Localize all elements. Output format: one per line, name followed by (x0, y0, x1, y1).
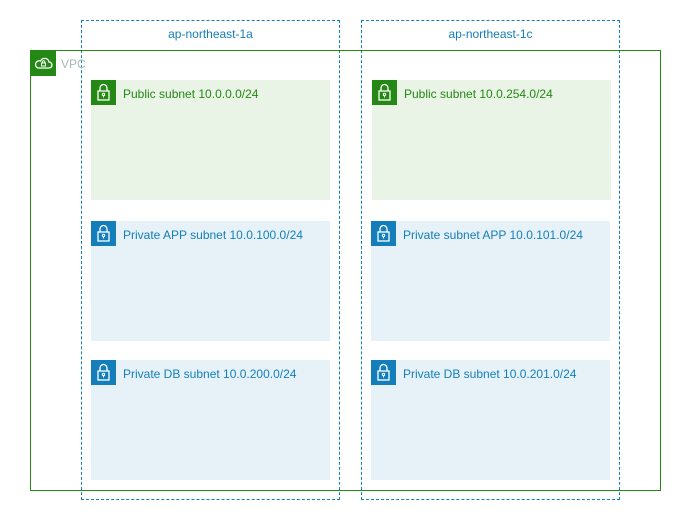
lock-icon (91, 221, 116, 246)
subnet-label: Private DB subnet 10.0.201.0/24 (403, 367, 577, 381)
subnet-label: Private DB subnet 10.0.200.0/24 (123, 367, 297, 381)
vpc-container: VPC (30, 50, 661, 491)
subnet-label: Private APP subnet 10.0.100.0/24 (123, 228, 303, 242)
subnet-label: Private subnet APP 10.0.101.0/24 (403, 228, 583, 242)
subnet-label: Public subnet 10.0.254.0/24 (404, 87, 553, 101)
public-subnet-c[interactable]: Public subnet 10.0.254.0/24 (372, 80, 611, 200)
availability-zone-c: ap-northeast-1c (361, 20, 620, 500)
lock-icon (371, 360, 396, 385)
subnet-label: Public subnet 10.0.0.0/24 (123, 87, 259, 101)
vpc-label: VPC (61, 57, 86, 71)
private-db-subnet-c[interactable]: Private DB subnet 10.0.201.0/24 (371, 360, 610, 480)
lock-icon (91, 360, 116, 385)
az-label-c: ap-northeast-1c (448, 27, 533, 41)
availability-zone-a: ap-northeast-1a (81, 20, 340, 500)
az-label-a: ap-northeast-1a (168, 27, 253, 41)
private-app-subnet-a[interactable]: Private APP subnet 10.0.100.0/24 (91, 221, 330, 341)
cloud-lock-icon (31, 51, 56, 76)
public-subnet-a[interactable]: Public subnet 10.0.0.0/24 (91, 80, 330, 200)
lock-icon (91, 80, 116, 105)
private-db-subnet-a[interactable]: Private DB subnet 10.0.200.0/24 (91, 360, 330, 480)
private-app-subnet-c[interactable]: Private subnet APP 10.0.101.0/24 (371, 221, 610, 341)
lock-icon (372, 80, 397, 105)
lock-icon (371, 221, 396, 246)
